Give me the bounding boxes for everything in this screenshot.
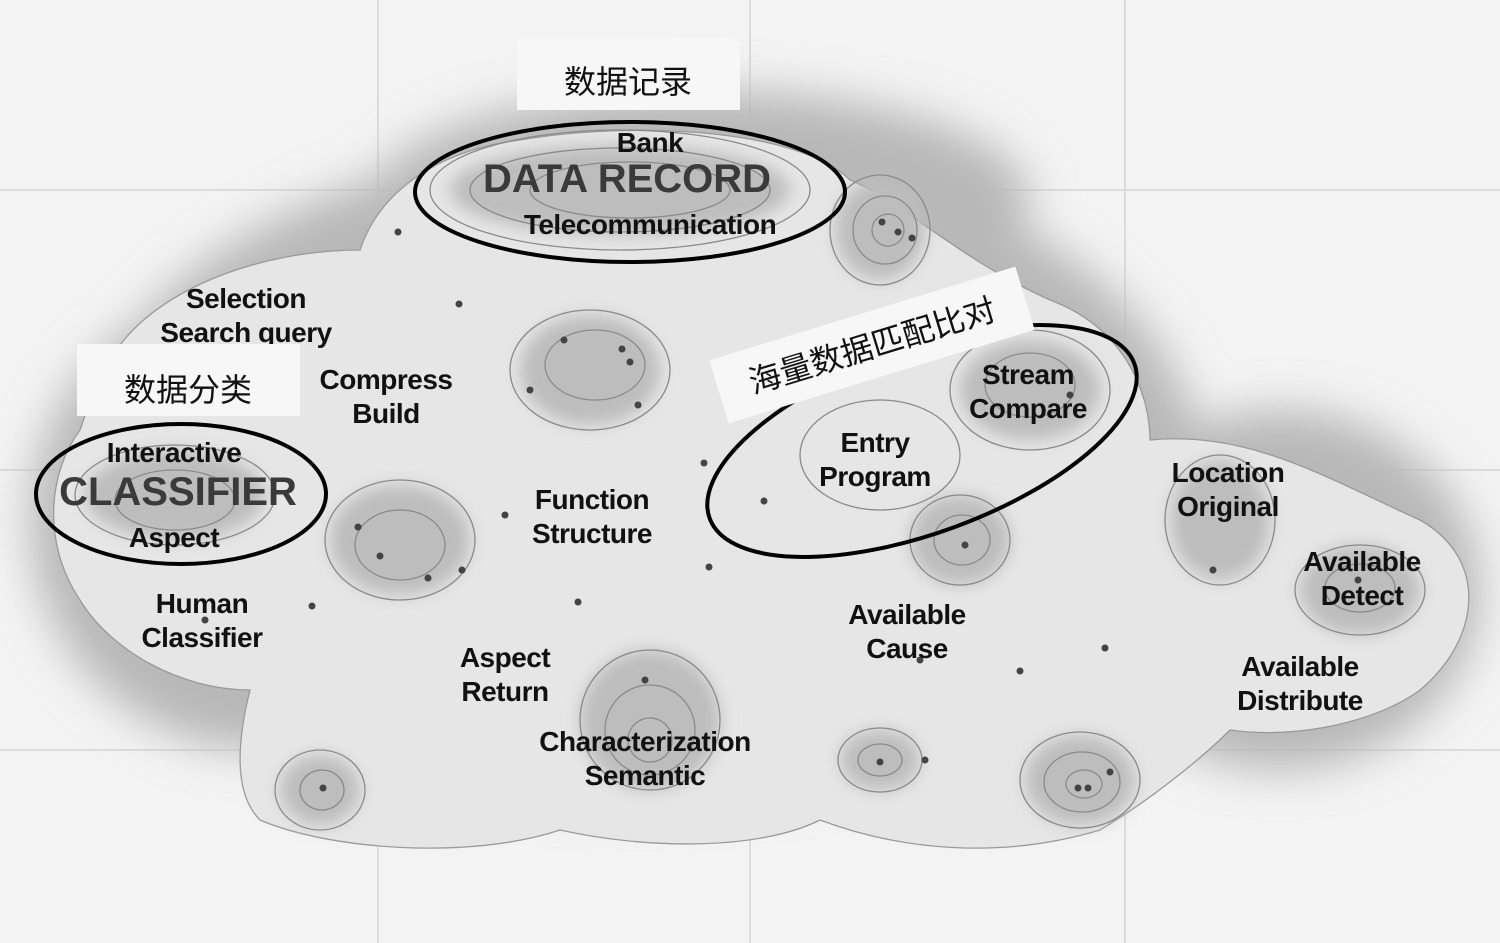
topic-label-line: Aspect	[460, 642, 551, 673]
topic-label-line: Entry	[840, 427, 910, 458]
document-dot	[560, 336, 568, 344]
document-dot	[916, 656, 924, 664]
document-dot	[526, 386, 534, 394]
svg-text:数据分类: 数据分类	[124, 371, 252, 409]
document-dot	[308, 602, 316, 610]
topic-label-line: Original	[1177, 491, 1279, 522]
document-dot	[394, 228, 402, 236]
topic-label-line: Compress	[320, 364, 453, 395]
ellipse-data-record	[413, 120, 847, 264]
document-dot	[1106, 768, 1114, 776]
document-dot	[501, 511, 509, 519]
document-dot	[1084, 784, 1092, 792]
document-dot	[700, 459, 708, 467]
document-dot	[201, 616, 209, 624]
topic-label-line: Search query	[160, 317, 332, 348]
document-dot	[878, 218, 886, 226]
topic-label-line: Interactive	[107, 437, 242, 468]
document-dot	[1074, 784, 1082, 792]
document-dot	[455, 300, 463, 308]
topic-label-line: Selection	[186, 283, 306, 314]
watermark-classifier: CLASSIFIER	[59, 470, 297, 514]
ellipse-classifier	[34, 422, 328, 566]
topic-label-line: Return	[461, 676, 548, 707]
topic-label-line: Aspect	[129, 522, 220, 553]
topic-label-line: Available	[1241, 651, 1358, 682]
topic-label-line: Classifier	[141, 622, 263, 653]
svg-text:数据记录: 数据记录	[564, 63, 692, 101]
topic-label-line: Telecommunication	[524, 209, 776, 240]
document-dot	[1066, 391, 1074, 399]
topic-label-line: Function	[535, 484, 649, 515]
topic-label-line: Structure	[532, 518, 652, 549]
document-dot	[458, 566, 466, 574]
highlight-ellipses	[34, 120, 1139, 566]
topic-label-line: Location	[1172, 457, 1285, 488]
topic-label-line: Program	[819, 461, 931, 492]
terrain-base	[53, 129, 1470, 849]
document-dot	[961, 541, 969, 549]
topic-label-line: Characterization	[539, 726, 750, 757]
topic-label-line: Cause	[866, 633, 948, 664]
annotation-data-classify: 数据分类	[77, 344, 300, 416]
document-dot	[424, 574, 432, 582]
document-dot	[618, 345, 626, 353]
document-dot	[1354, 576, 1362, 584]
annotation-data-record: 数据记录	[517, 38, 740, 110]
topic-label-line: Bank	[617, 127, 684, 158]
document-dot	[760, 497, 768, 505]
topic-label-line: Human	[156, 588, 248, 619]
topic-label-line: Detect	[1321, 580, 1404, 611]
document-dot	[354, 523, 362, 531]
density-peaks	[74, 129, 1426, 831]
topic-label-line: Distribute	[1237, 685, 1363, 716]
document-dot	[1209, 566, 1217, 574]
document-dot	[319, 784, 327, 792]
document-dot	[634, 401, 642, 409]
topic-label-line: Compare	[969, 393, 1087, 424]
document-dot	[1016, 667, 1024, 675]
document-dot	[574, 598, 582, 606]
document-dot	[876, 758, 884, 766]
document-dot	[705, 563, 713, 571]
document-dot	[1101, 644, 1109, 652]
document-dot	[908, 234, 916, 242]
document-dot	[626, 358, 634, 366]
document-dot	[921, 756, 929, 764]
topic-label-line: Semantic	[585, 760, 706, 791]
topic-label-line: Build	[352, 398, 420, 429]
document-dot	[376, 552, 384, 560]
topic-label-line: Stream	[982, 359, 1074, 390]
document-dot	[641, 676, 649, 684]
document-dot	[894, 228, 902, 236]
watermark-data-record: DATA RECORD	[483, 157, 771, 201]
topic-label-line: Available	[1303, 546, 1420, 577]
topic-label-line: Available	[848, 599, 965, 630]
